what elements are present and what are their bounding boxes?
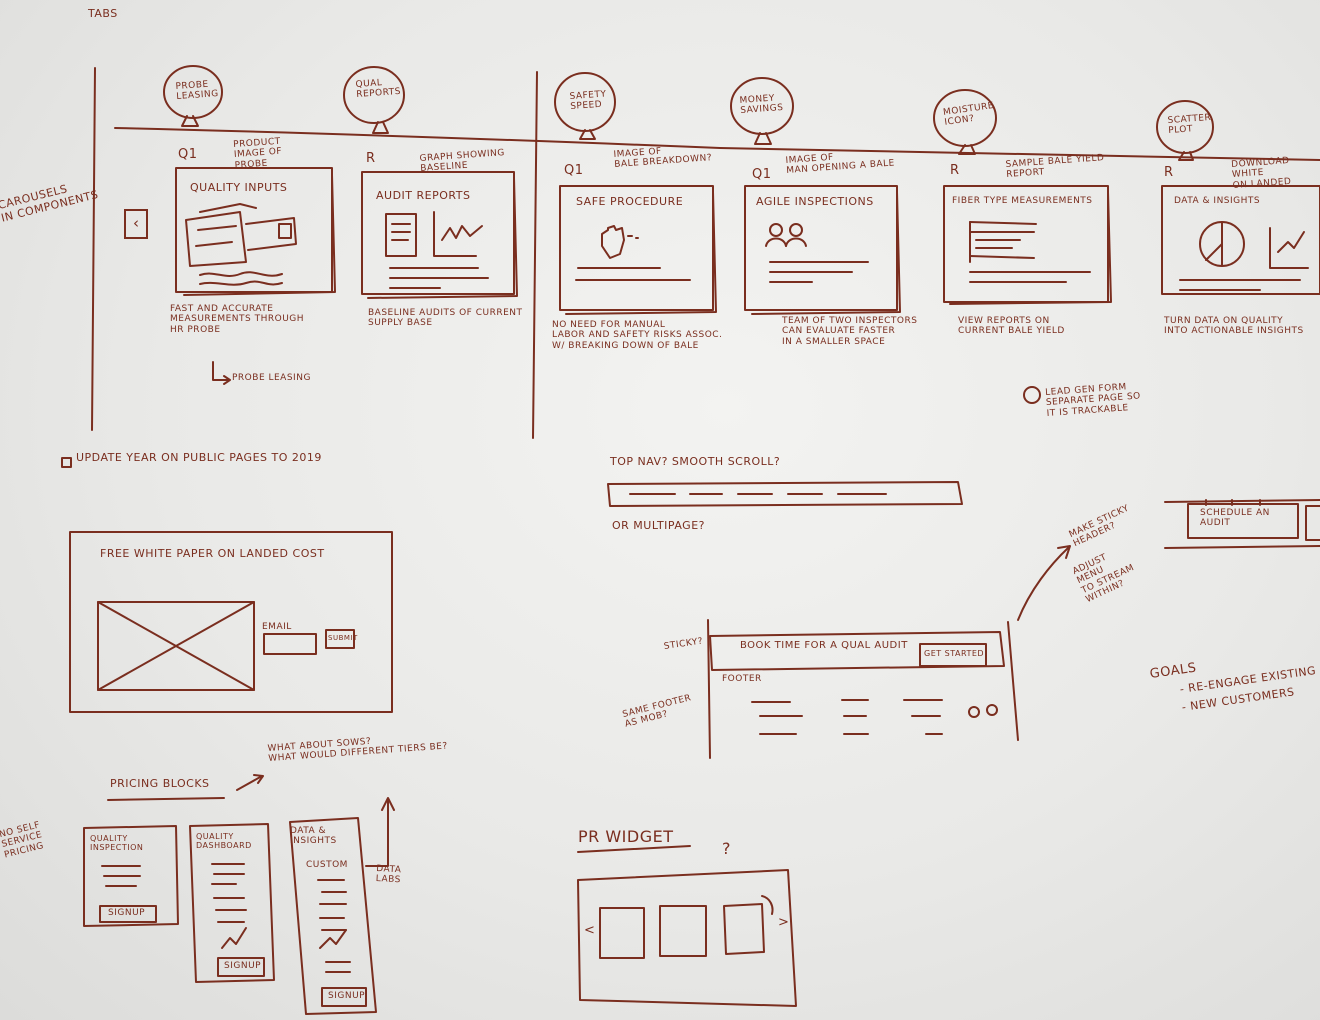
pricing-block-signup: SIGNUP xyxy=(224,961,262,971)
tab-card-title: FIBER TYPE MEASUREMENTS xyxy=(952,196,1093,206)
footer-label: FOOTER xyxy=(722,674,762,684)
pr-widget-question: ? xyxy=(722,839,731,858)
tab-card-title: AUDIT REPORTS xyxy=(376,189,471,202)
carousel-prev-chevron-icon: ‹ xyxy=(124,209,148,239)
pricing-block-signup: SIGNUP xyxy=(108,908,146,918)
tab-card-title: DATA & INSIGHTS xyxy=(1174,196,1261,206)
pricing-block-subtitle: CUSTOM xyxy=(306,860,348,870)
schedule-audit-button: SCHEDULE AN AUDIT xyxy=(1200,508,1270,529)
lead-form-note: LEAD GEN FORM SEPARATE PAGE SO IT IS TRA… xyxy=(1044,382,1142,419)
pricing-block-title: QUALITY INSPECTION xyxy=(90,834,144,853)
tab-bubble-money-savings: MONEY SAVINGS xyxy=(739,93,784,117)
tab-kind: R xyxy=(366,151,376,166)
tab-bubble-scatter-plot: SCATTER PLOT xyxy=(1167,112,1212,137)
pricing-title: PRICING BLOCKS xyxy=(110,777,210,790)
tab-description: BASELINE AUDITS OF CURRENT SUPPLY BASE xyxy=(368,308,523,329)
tab-bubble-safety-speed: SAFETY SPEED xyxy=(569,89,607,113)
tab-card-title: QUALITY INPUTS xyxy=(190,181,288,194)
pricing-block-signup: SIGNUP xyxy=(328,991,366,1001)
tab-kind: R xyxy=(1164,165,1174,180)
white-paper-title: FREE WHITE PAPER ON LANDED COST xyxy=(100,547,325,560)
tab-kind: Q1 xyxy=(564,163,584,178)
tab-sub-note: PROBE LEASING xyxy=(232,373,311,383)
tab-bubble-probe-leasing: PROBE LEASING xyxy=(175,79,220,103)
submit-button-label: SUBMIT xyxy=(328,634,358,642)
tab-image-note: PRODUCT IMAGE OF PROBE xyxy=(232,136,283,171)
tabs-label: TABS xyxy=(88,7,118,20)
pricing-block-title: DATA & INSIGHTS xyxy=(290,826,337,847)
data-labs-note: DATA LABS xyxy=(375,864,402,886)
tab-description: NO NEED FOR MANUAL LABOR AND SAFETY RISK… xyxy=(552,320,723,351)
tab-card-title: SAFE PROCEDURE xyxy=(576,195,684,208)
tab-bubble-qual-reports: QUAL REPORTS xyxy=(355,78,402,101)
tab-kind: Q1 xyxy=(178,147,198,162)
pricing-block-title: QUALITY DASHBOARD xyxy=(196,832,252,851)
update-year-note: UPDATE YEAR ON PUBLIC PAGES TO 2019 xyxy=(76,451,322,464)
tab-kind: Q1 xyxy=(752,167,772,182)
multipage-question: OR MULTIPAGE? xyxy=(612,519,705,532)
tab-description: TEAM OF TWO INSPECTORS CAN EVALUATE FAST… xyxy=(782,316,918,347)
email-label: EMAIL xyxy=(262,622,292,632)
pr-widget-title: PR WIDGET xyxy=(578,827,674,846)
top-nav-question: TOP NAV? SMOOTH SCROLL? xyxy=(610,455,781,468)
carousel-next-arrow-icon: > xyxy=(778,915,790,930)
tab-card-title: AGILE INSPECTIONS xyxy=(756,195,874,208)
get-started-button: GET STARTED xyxy=(924,649,985,658)
tab-kind: R xyxy=(950,163,960,178)
tab-description: TURN DATA ON QUALITY INTO ACTIONABLE INS… xyxy=(1164,316,1304,337)
book-audit-text: BOOK TIME FOR A QUAL AUDIT xyxy=(740,640,908,651)
tab-description: FAST AND ACCURATE MEASUREMENTS THROUGH H… xyxy=(170,304,305,335)
tab-image-note: DOWNLOAD WHITE ON LANDED xyxy=(1230,155,1292,191)
carousel-prev-arrow-icon: < xyxy=(584,923,596,938)
tab-description: VIEW REPORTS ON CURRENT BALE YIELD xyxy=(958,316,1065,337)
